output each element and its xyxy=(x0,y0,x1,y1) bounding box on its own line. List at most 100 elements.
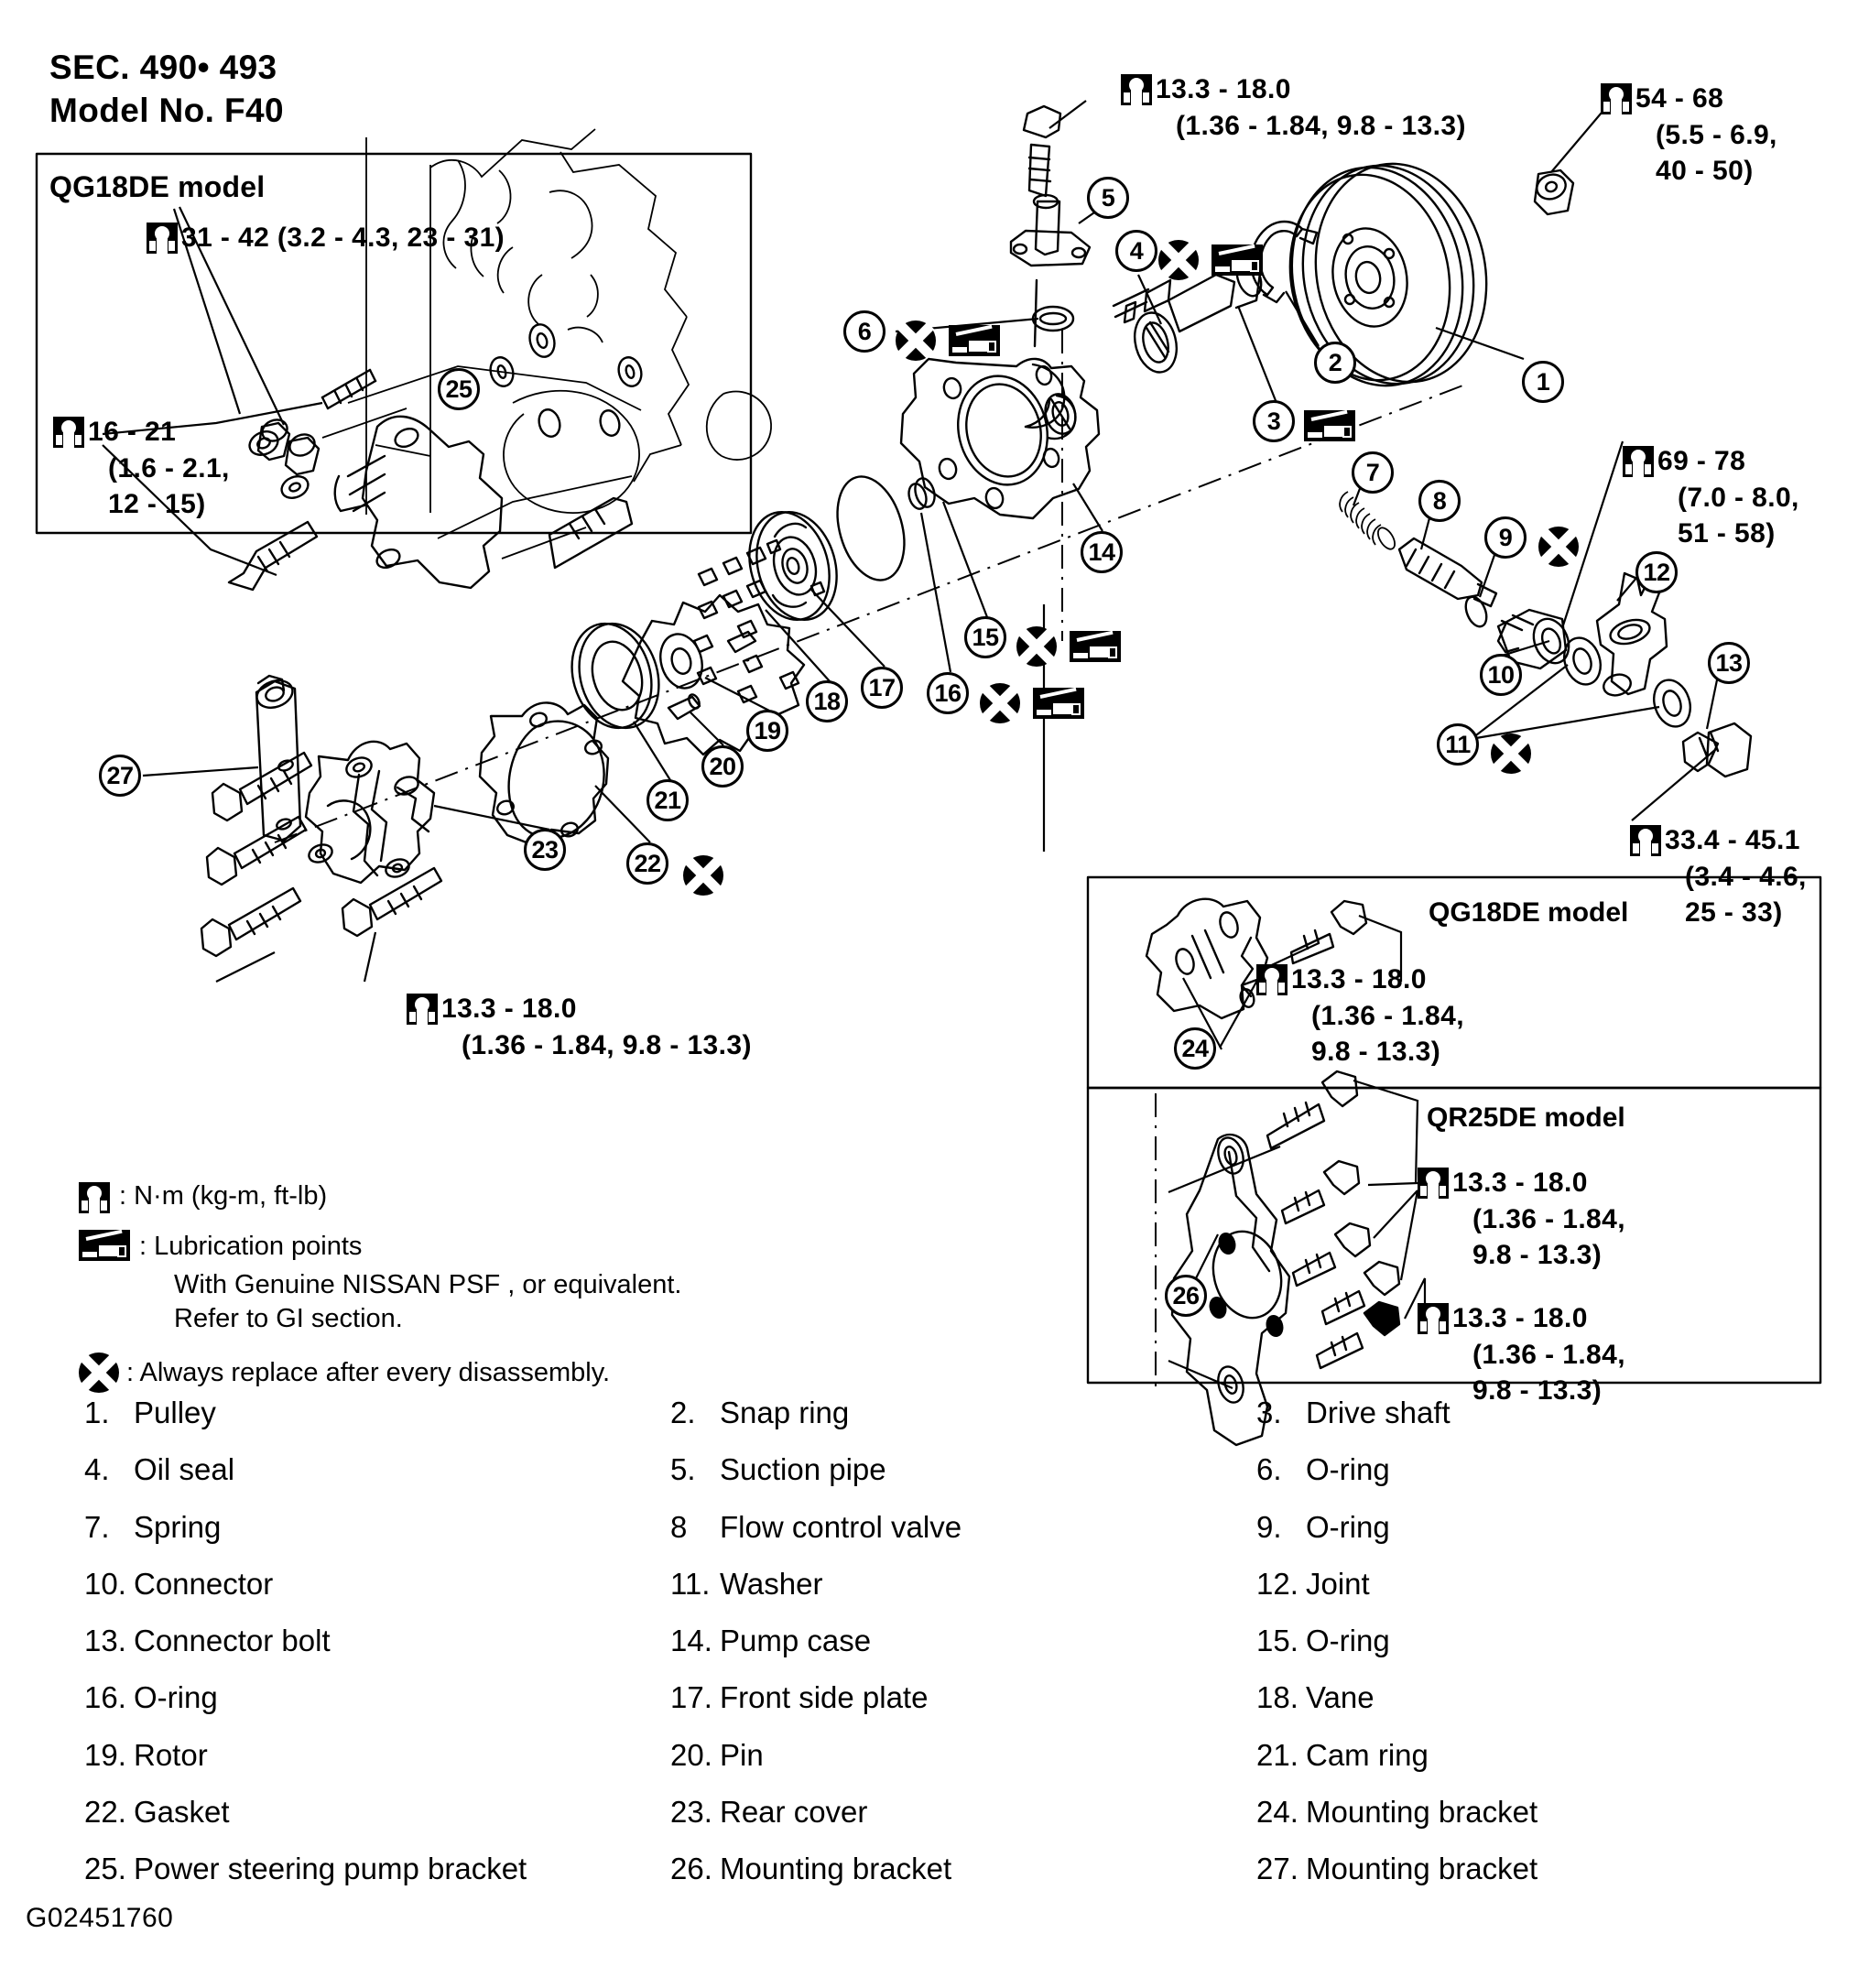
callout-14[interactable]: 14 xyxy=(1081,531,1123,573)
part-list-item: 15.O-ring xyxy=(1227,1624,1813,1657)
callout-5[interactable]: 5 xyxy=(1087,177,1129,219)
part-list-item: 23.Rear cover xyxy=(641,1795,1227,1830)
part-list-item: 12.Joint xyxy=(1227,1566,1813,1601)
part-list-item: 11.Washer xyxy=(641,1566,1227,1601)
part-number: 18. xyxy=(1256,1680,1298,1715)
part-number: 4. xyxy=(84,1452,110,1487)
torque-value-metric: (1.6 - 2.1, xyxy=(108,452,230,483)
part-name: Rear cover xyxy=(720,1795,868,1830)
part-number: 27. xyxy=(1256,1852,1298,1886)
part-list-item: 26.Mounting bracket xyxy=(641,1852,1227,1886)
callout-26[interactable]: 26 xyxy=(1165,1275,1207,1317)
part-name: Spring xyxy=(134,1509,222,1544)
torque-value: 54 - 68 xyxy=(1635,83,1724,114)
callout-7[interactable]: 7 xyxy=(1352,451,1394,494)
torque-value-metric: (1.36 - 1.84, xyxy=(1311,1000,1464,1031)
callout-11[interactable]: 11 xyxy=(1437,723,1479,766)
inset-qr25de-title: QR25DE model xyxy=(1427,1103,1625,1133)
part-list-item: 24.Mounting bracket xyxy=(1227,1795,1813,1830)
callout-3[interactable]: 3 xyxy=(1253,400,1295,442)
torque-value-imperial: 12 - 15) xyxy=(108,489,206,520)
callout-19[interactable]: 19 xyxy=(746,710,788,752)
part-name: Front side plate xyxy=(720,1680,929,1715)
part-number: 17. xyxy=(670,1680,712,1715)
part-name: Pulley xyxy=(134,1396,216,1429)
callout-18[interactable]: 18 xyxy=(806,680,848,722)
callout-21[interactable]: 21 xyxy=(646,779,689,821)
part-list-item: 7. Spring xyxy=(55,1509,641,1544)
part-list-item: 27.Mounting bracket xyxy=(1227,1852,1813,1886)
part-list-item: 10.Connector xyxy=(55,1567,641,1601)
torque-value: 33.4 - 45.1 xyxy=(1665,825,1800,855)
legend-lubrication-label: : Lubrication points xyxy=(139,1232,363,1261)
torque-spec-qr25de-bracket-b: 13.3 - 18.0 (1.36 - 1.84, 9.8 - 13.3) xyxy=(1418,1300,1625,1409)
callout-4[interactable]: 4 xyxy=(1115,230,1157,272)
torque-value-metric: (7.0 - 8.0, xyxy=(1678,482,1799,513)
callout-12[interactable]: 12 xyxy=(1635,551,1678,593)
part-list-item: 16.O-ring xyxy=(55,1681,641,1715)
lubrication-icon xyxy=(1070,630,1121,662)
callout-6[interactable]: 6 xyxy=(843,310,886,353)
part-name: O-ring xyxy=(1306,1452,1390,1487)
lubrication-icon xyxy=(949,324,1000,356)
torque-value: 69 - 78 xyxy=(1657,446,1746,476)
lubrication-icon xyxy=(1304,409,1355,441)
torque-value-metric: (1.36 - 1.84, 9.8 - 13.3) xyxy=(462,1029,752,1060)
torque-value: 13.3 - 18.0 xyxy=(1291,964,1427,994)
part-name: Pump case xyxy=(720,1624,872,1658)
part-number: 3. xyxy=(1256,1396,1282,1429)
callout-1[interactable]: 1 xyxy=(1522,361,1564,403)
callout-20[interactable]: 20 xyxy=(701,745,744,788)
part-number: 2. xyxy=(670,1396,696,1429)
lubrication-icon xyxy=(1212,244,1263,276)
part-number: 21. xyxy=(1256,1737,1298,1772)
torque-value-imperial: 25 - 33) xyxy=(1685,897,1783,929)
torque-value-metric: (5.5 - 6.9, xyxy=(1656,119,1777,150)
callout-2[interactable]: 2 xyxy=(1314,342,1356,384)
replace-part-icon xyxy=(683,855,723,896)
part-list-item: 20.Pin xyxy=(641,1737,1227,1772)
callout-8[interactable]: 8 xyxy=(1418,480,1461,522)
part-list-item: 3.Drive shaft xyxy=(1227,1396,1813,1429)
part-name: Joint xyxy=(1306,1566,1370,1601)
torque-value: 31 - 42 (3.2 - 4.3, 23 - 31) xyxy=(181,223,505,253)
replace-part-icon xyxy=(1158,240,1199,280)
torque-wrench-icon xyxy=(1121,74,1152,106)
torque-value-metric: (1.36 - 1.84, xyxy=(1472,1339,1625,1370)
torque-wrench-icon xyxy=(1418,1303,1449,1335)
part-name: Mounting bracket xyxy=(1306,1795,1538,1830)
part-number: 19. xyxy=(84,1737,126,1772)
callout-25[interactable]: 25 xyxy=(438,368,480,410)
part-name: Pin xyxy=(720,1737,764,1772)
callout-24[interactable]: 24 xyxy=(1174,1027,1216,1070)
part-number: 22. xyxy=(84,1795,126,1830)
marker-lube-3 xyxy=(1304,409,1355,441)
callout-15[interactable]: 15 xyxy=(964,616,1006,658)
marker-replace-11 xyxy=(1491,733,1531,774)
callout-27[interactable]: 27 xyxy=(99,755,141,797)
callout-23[interactable]: 23 xyxy=(524,829,566,871)
callout-13[interactable]: 13 xyxy=(1708,642,1750,684)
part-name: Gasket xyxy=(134,1795,230,1830)
callout-10[interactable]: 10 xyxy=(1480,654,1522,696)
callout-16[interactable]: 16 xyxy=(927,672,969,714)
part-name: Suction pipe xyxy=(720,1452,886,1487)
part-number: 12. xyxy=(1256,1566,1298,1601)
torque-value: 13.3 - 18.0 xyxy=(1452,1168,1588,1198)
torque-value: 13.3 - 18.0 xyxy=(1156,74,1291,104)
part-name: Snap ring xyxy=(720,1396,850,1429)
callout-17[interactable]: 17 xyxy=(861,667,903,709)
part-name: Cam ring xyxy=(1306,1737,1429,1772)
part-list-item: 22.Gasket xyxy=(55,1795,641,1830)
part-number: 8 xyxy=(670,1509,688,1544)
part-number: 5. xyxy=(670,1452,696,1487)
part-name: Vane xyxy=(1306,1680,1374,1715)
callout-9[interactable]: 9 xyxy=(1484,516,1527,559)
lubrication-icon xyxy=(1033,687,1084,719)
torque-spec-pulley-nut: 54 - 68 (5.5 - 6.9, 40 - 50) xyxy=(1601,81,1777,190)
part-number: 11. xyxy=(670,1566,711,1601)
part-list-item: 19.Rotor xyxy=(55,1737,641,1772)
callout-22[interactable]: 22 xyxy=(626,842,668,885)
part-number: 7. xyxy=(84,1509,110,1544)
